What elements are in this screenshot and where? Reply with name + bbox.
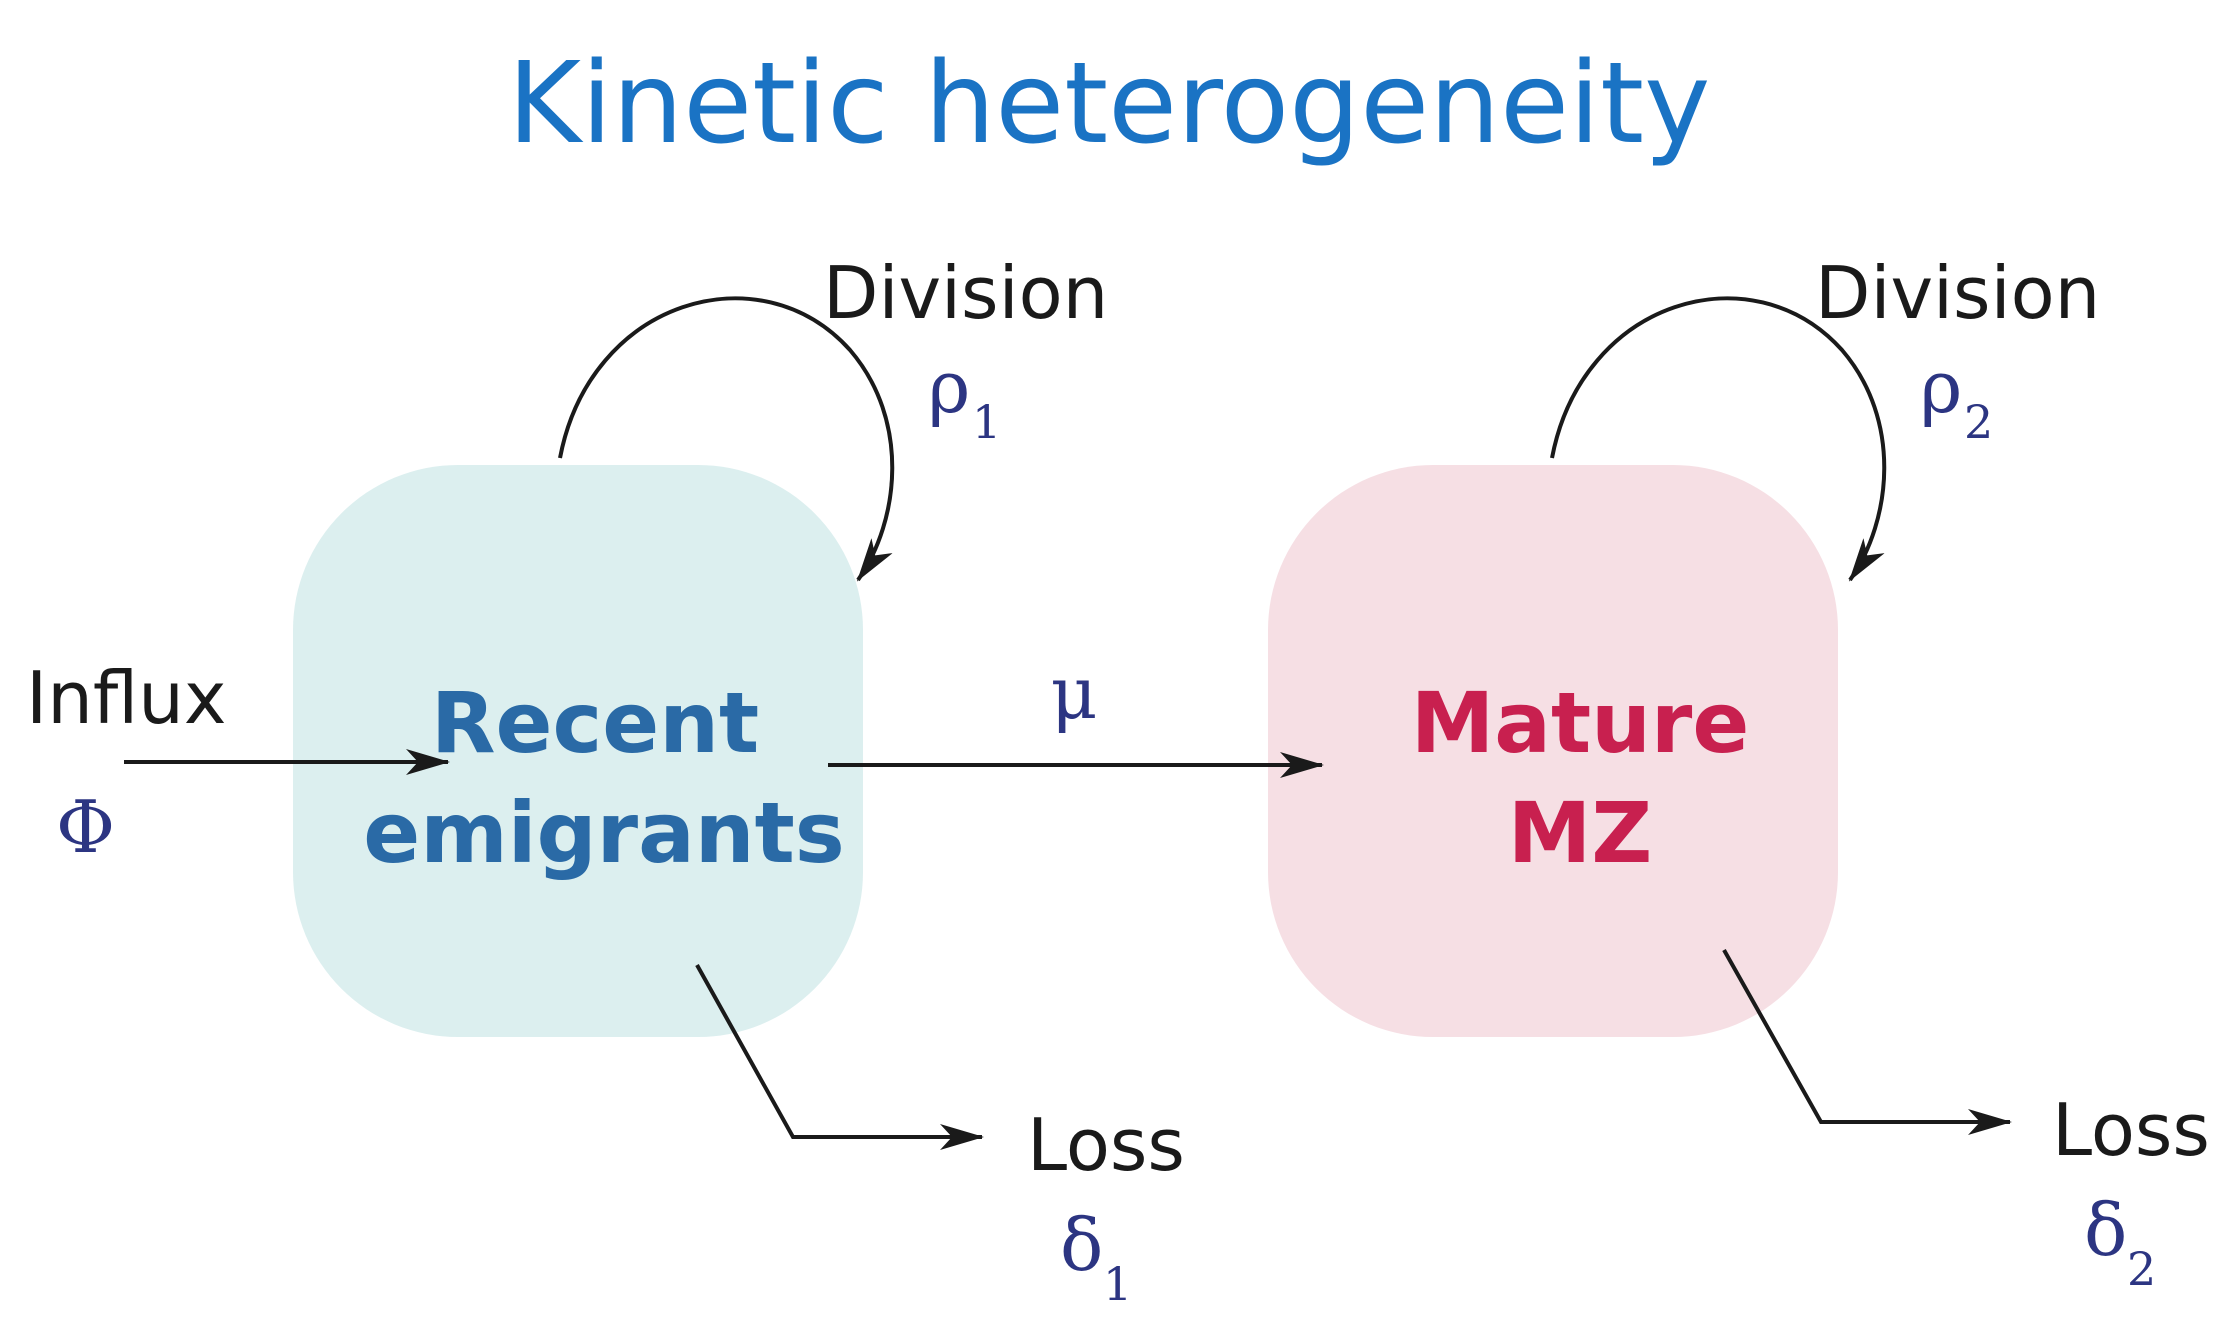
influx-label: Influx [26, 656, 226, 740]
loss-label-2: Loss [2052, 1088, 2210, 1172]
loss-sub-1: 1 [1103, 1257, 1132, 1311]
division-loop-arrow-2 [1550, 296, 1887, 582]
division-loop-arrow-1 [558, 296, 895, 582]
division-sub-2: 2 [1964, 395, 1993, 449]
mature-label-line1: Mature [1411, 674, 1750, 772]
mature-mz-box [1268, 465, 1838, 1037]
diagram-title: Kinetic heterogeneity [508, 39, 1711, 169]
recent-emigrants-box [293, 465, 863, 1037]
transition-symbol: μ [1051, 651, 1098, 735]
recent-label-line1: Recent [431, 674, 759, 772]
loss-arrow-2 [1722, 949, 2012, 1135]
loss-arrow-1 [695, 964, 984, 1150]
mature-label-line2: MZ [1508, 784, 1653, 882]
division-label-1: Division [823, 251, 1108, 335]
division-sub-1: 1 [972, 395, 1001, 449]
loss-sub-2: 2 [2127, 1242, 2156, 1296]
division-symbol-1: ρ [928, 345, 970, 429]
loss-symbol-1: δ [1060, 1203, 1103, 1287]
division-symbol-2: ρ [1920, 345, 1962, 429]
influx-symbol: Φ [56, 785, 115, 869]
recent-label-line2: emigrants [363, 784, 844, 882]
loss-label-1: Loss [1027, 1103, 1185, 1187]
loss-symbol-2: δ [2084, 1188, 2127, 1272]
division-label-2: Division [1815, 251, 2100, 335]
